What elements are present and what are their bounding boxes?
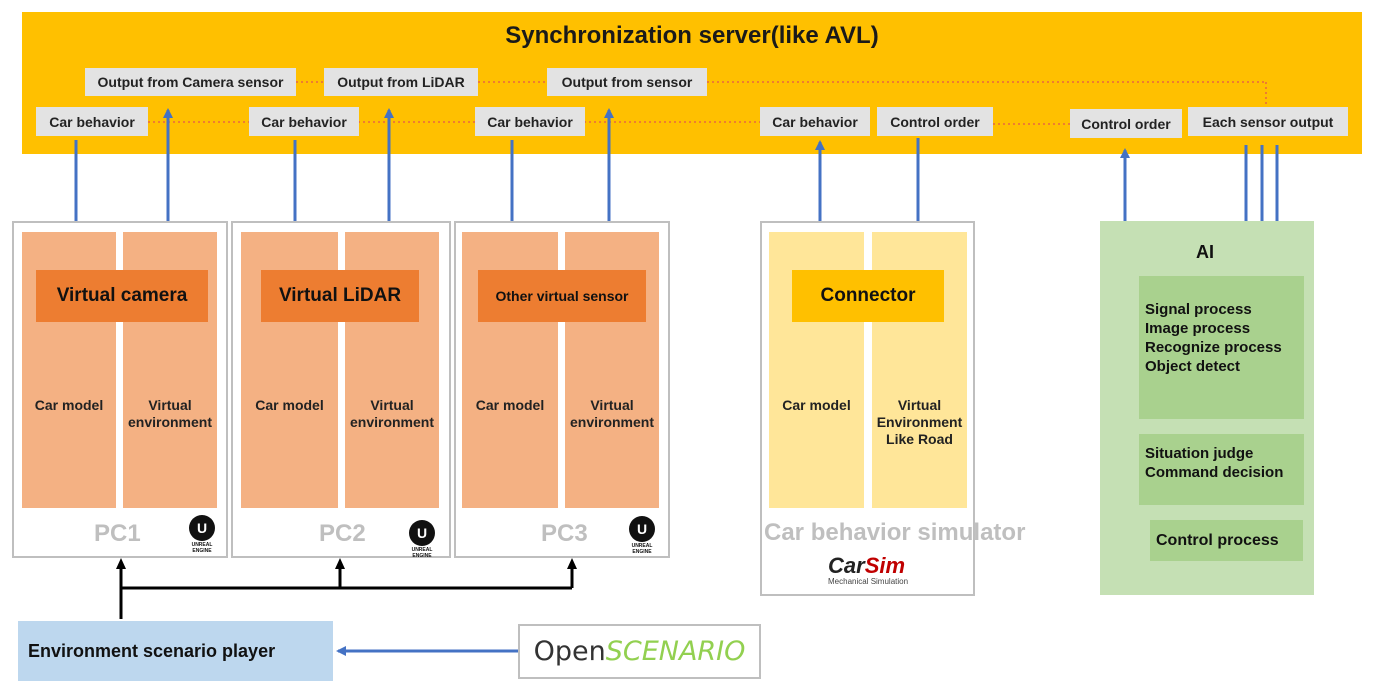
control-process-block: Control process xyxy=(1150,520,1303,561)
openscenario-open: Open xyxy=(533,636,606,667)
ai-object-detect: Object detect xyxy=(1145,358,1241,375)
unreal-logo-text: UNREAL ENGINE xyxy=(411,547,433,559)
carsim-logo: CarSim xyxy=(828,553,905,579)
pc2-environment: Virtual environment xyxy=(349,397,434,430)
player-arrowheads xyxy=(116,558,577,569)
virtual-camera-block: Virtual camera xyxy=(36,270,208,322)
label-car-behavior-1: Car behavior xyxy=(36,107,148,136)
carsim-logo-sim: Sim xyxy=(864,553,906,578)
label-control-order-2: Control order xyxy=(1070,109,1182,138)
unreal-logo-text: UNREAL ENGINE xyxy=(191,542,213,554)
sync-server-title: Synchronization server(like AVL) xyxy=(505,22,879,49)
label-output-sensor: Output from sensor xyxy=(547,68,707,96)
ai-decision-block: Situation judge Command decision xyxy=(1139,434,1304,505)
pc1-name: PC1 xyxy=(94,520,141,547)
carsim-logo-car: Car xyxy=(828,553,865,578)
pc1-car-model: Car model xyxy=(34,397,104,413)
carsim-car-model: Car model xyxy=(782,397,851,413)
unreal-logo-icon: U xyxy=(629,516,655,542)
unreal-logo-text: UNREAL ENGINE xyxy=(631,543,653,555)
label-output-lidar: Output from LiDAR xyxy=(324,68,478,96)
carsim-environment: Virtual Environment Like Road xyxy=(876,397,963,447)
ai-command-decision: Command decision xyxy=(1145,464,1284,481)
label-output-camera: Output from Camera sensor xyxy=(85,68,296,96)
car-behavior-simulator-title: Car behavior simulator xyxy=(764,519,1026,546)
unreal-logo-icon: U xyxy=(189,515,215,541)
ai-processing-block: Signal process Image process Recognize p… xyxy=(1139,276,1304,419)
ai-image-process: Image process xyxy=(1145,320,1251,337)
label-each-sensor-output: Each sensor output xyxy=(1188,107,1348,136)
ai-situation-judge: Situation judge xyxy=(1145,445,1254,462)
label-car-behavior-4: Car behavior xyxy=(760,107,870,136)
pc3-environment: Virtual environment xyxy=(569,397,654,430)
connector-block: Connector xyxy=(792,270,944,322)
unreal-logo-icon: U xyxy=(409,520,435,546)
openscenario-scenario: SCENARIO xyxy=(605,636,746,667)
pc3-car-model: Car model xyxy=(475,397,545,413)
pc1-environment: Virtual environment xyxy=(127,397,212,430)
ai-recognize-process: Recognize process xyxy=(1145,339,1282,356)
virtual-lidar-block: Virtual LiDAR xyxy=(261,270,419,322)
dotted-sync-lines xyxy=(148,81,1267,125)
pc3-name: PC3 xyxy=(541,520,588,547)
carsim-logo-subtitle: Mechanical Simulation xyxy=(828,577,909,586)
ai-title: AI xyxy=(1196,242,1214,262)
label-car-behavior-2: Car behavior xyxy=(249,107,359,136)
pc2-car-model: Car model xyxy=(255,397,324,413)
ai-signal-process: Signal process xyxy=(1145,301,1252,318)
player-to-pc-lines xyxy=(119,568,574,619)
other-virtual-sensor-block: Other virtual sensor xyxy=(478,270,646,322)
label-car-behavior-3: Car behavior xyxy=(475,107,585,136)
pc2-name: PC2 xyxy=(319,520,366,547)
environment-scenario-player: Environment scenario player xyxy=(18,621,333,681)
label-control-order-1: Control order xyxy=(877,107,993,136)
